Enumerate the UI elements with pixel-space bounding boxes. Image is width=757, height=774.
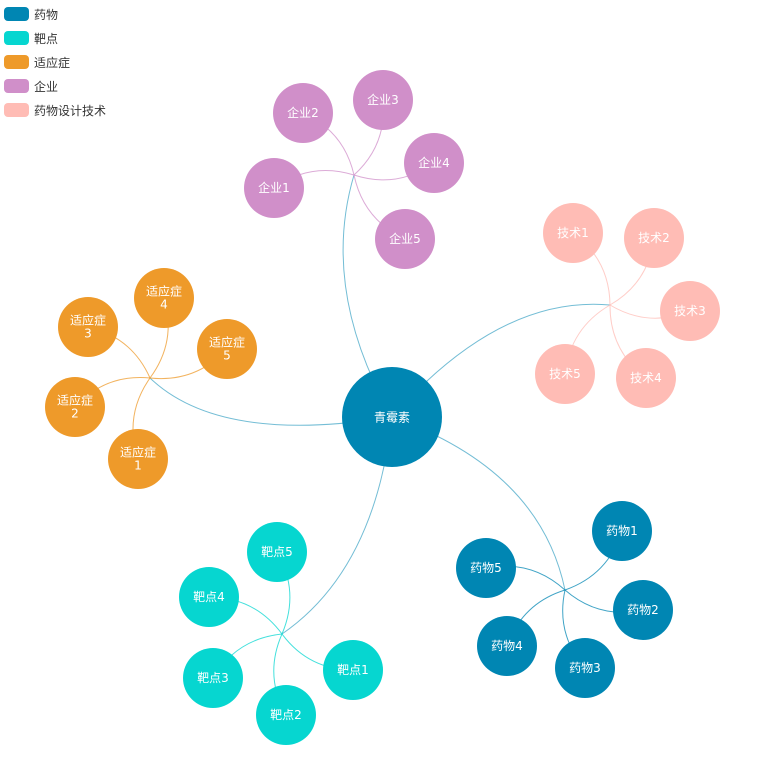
legend-swatch (4, 55, 29, 69)
legend-swatch (4, 31, 29, 45)
node-circle (624, 208, 684, 268)
node-label: 技术3 (674, 304, 706, 318)
node-circle (477, 616, 537, 676)
node-circle (353, 70, 413, 130)
legend-item[interactable]: 企业 (4, 74, 106, 98)
node-0-4[interactable]: 企业5 (375, 209, 435, 269)
legend-item[interactable]: 适应症 (4, 50, 106, 74)
node-0-0[interactable]: 企业1 (244, 158, 304, 218)
node-label: 药物5 (470, 561, 502, 575)
legend-item[interactable]: 靶点 (4, 26, 106, 50)
node-1-4[interactable]: 技术5 (535, 344, 595, 404)
node-circle (543, 203, 603, 263)
node-label: 技术2 (638, 231, 670, 245)
node-label: 企业3 (367, 92, 399, 107)
legend: 药物靶点适应症企业药物设计技术 (4, 2, 106, 122)
node-label: 靶点3 (197, 671, 229, 685)
node-label: 技术5 (549, 367, 581, 381)
node-label: 企业4 (418, 155, 450, 170)
node-3-1[interactable]: 靶点2 (256, 685, 316, 745)
legend-label: 靶点 (34, 31, 59, 46)
node-3-2[interactable]: 靶点3 (183, 648, 243, 708)
legend-swatch (4, 103, 29, 117)
node-3-3[interactable]: 靶点4 (179, 567, 239, 627)
node-circle (179, 567, 239, 627)
node-label: 靶点2 (270, 708, 302, 722)
legend-item[interactable]: 药物设计技术 (4, 98, 106, 122)
node-label: 药物3 (569, 661, 601, 675)
node-label: 靶点1 (337, 663, 369, 677)
legend-label: 企业 (34, 79, 59, 94)
node-circle (108, 429, 168, 489)
node-circle (58, 297, 118, 357)
legend-swatch (4, 7, 29, 21)
node-circle (616, 348, 676, 408)
node-4-2[interactable]: 药物3 (555, 638, 615, 698)
node-circle (375, 209, 435, 269)
legend-item[interactable]: 药物 (4, 2, 106, 26)
node-circle (535, 344, 595, 404)
node-1-0[interactable]: 技术1 (543, 203, 603, 263)
node-4-1[interactable]: 药物2 (613, 580, 673, 640)
node-label: 企业1 (258, 180, 290, 195)
node-label: 靶点4 (193, 590, 225, 604)
node-label: 青霉素 (374, 411, 410, 425)
node-circle (256, 685, 316, 745)
center-node[interactable]: 青霉素 (342, 367, 442, 467)
legend-label: 药物 (34, 7, 59, 22)
node-4-3[interactable]: 药物4 (477, 616, 537, 676)
node-0-2[interactable]: 企业3 (353, 70, 413, 130)
node-circle (404, 133, 464, 193)
node-label: 药物4 (491, 639, 523, 653)
node-circle (613, 580, 673, 640)
node-1-3[interactable]: 技术4 (616, 348, 676, 408)
node-0-3[interactable]: 企业4 (404, 133, 464, 193)
node-label: 药物1 (606, 524, 638, 538)
node-circle (555, 638, 615, 698)
node-4-4[interactable]: 药物5 (456, 538, 516, 598)
node-circle (134, 268, 194, 328)
legend-label: 适应症 (34, 55, 71, 70)
node-0-1[interactable]: 企业2 (273, 83, 333, 143)
node-1-2[interactable]: 技术3 (660, 281, 720, 341)
node-circle (660, 281, 720, 341)
node-3-0[interactable]: 靶点1 (323, 640, 383, 700)
node-label: 靶点5 (261, 545, 293, 559)
node-label: 药物2 (627, 603, 659, 617)
node-circle (183, 648, 243, 708)
node-circle (244, 158, 304, 218)
node-label: 企业2 (287, 105, 319, 120)
node-circle (197, 319, 257, 379)
node-4-0[interactable]: 药物1 (592, 501, 652, 561)
legend-swatch (4, 79, 29, 93)
legend-label: 药物设计技术 (34, 103, 107, 118)
node-circle (273, 83, 333, 143)
node-circle (342, 367, 442, 467)
node-1-1[interactable]: 技术2 (624, 208, 684, 268)
node-circle (45, 377, 105, 437)
node-label: 技术4 (630, 371, 662, 385)
node-label: 企业5 (389, 231, 421, 246)
node-circle (592, 501, 652, 561)
node-3-4[interactable]: 靶点5 (247, 522, 307, 582)
node-label: 技术1 (557, 226, 589, 240)
node-circle (247, 522, 307, 582)
node-circle (456, 538, 516, 598)
node-circle (323, 640, 383, 700)
